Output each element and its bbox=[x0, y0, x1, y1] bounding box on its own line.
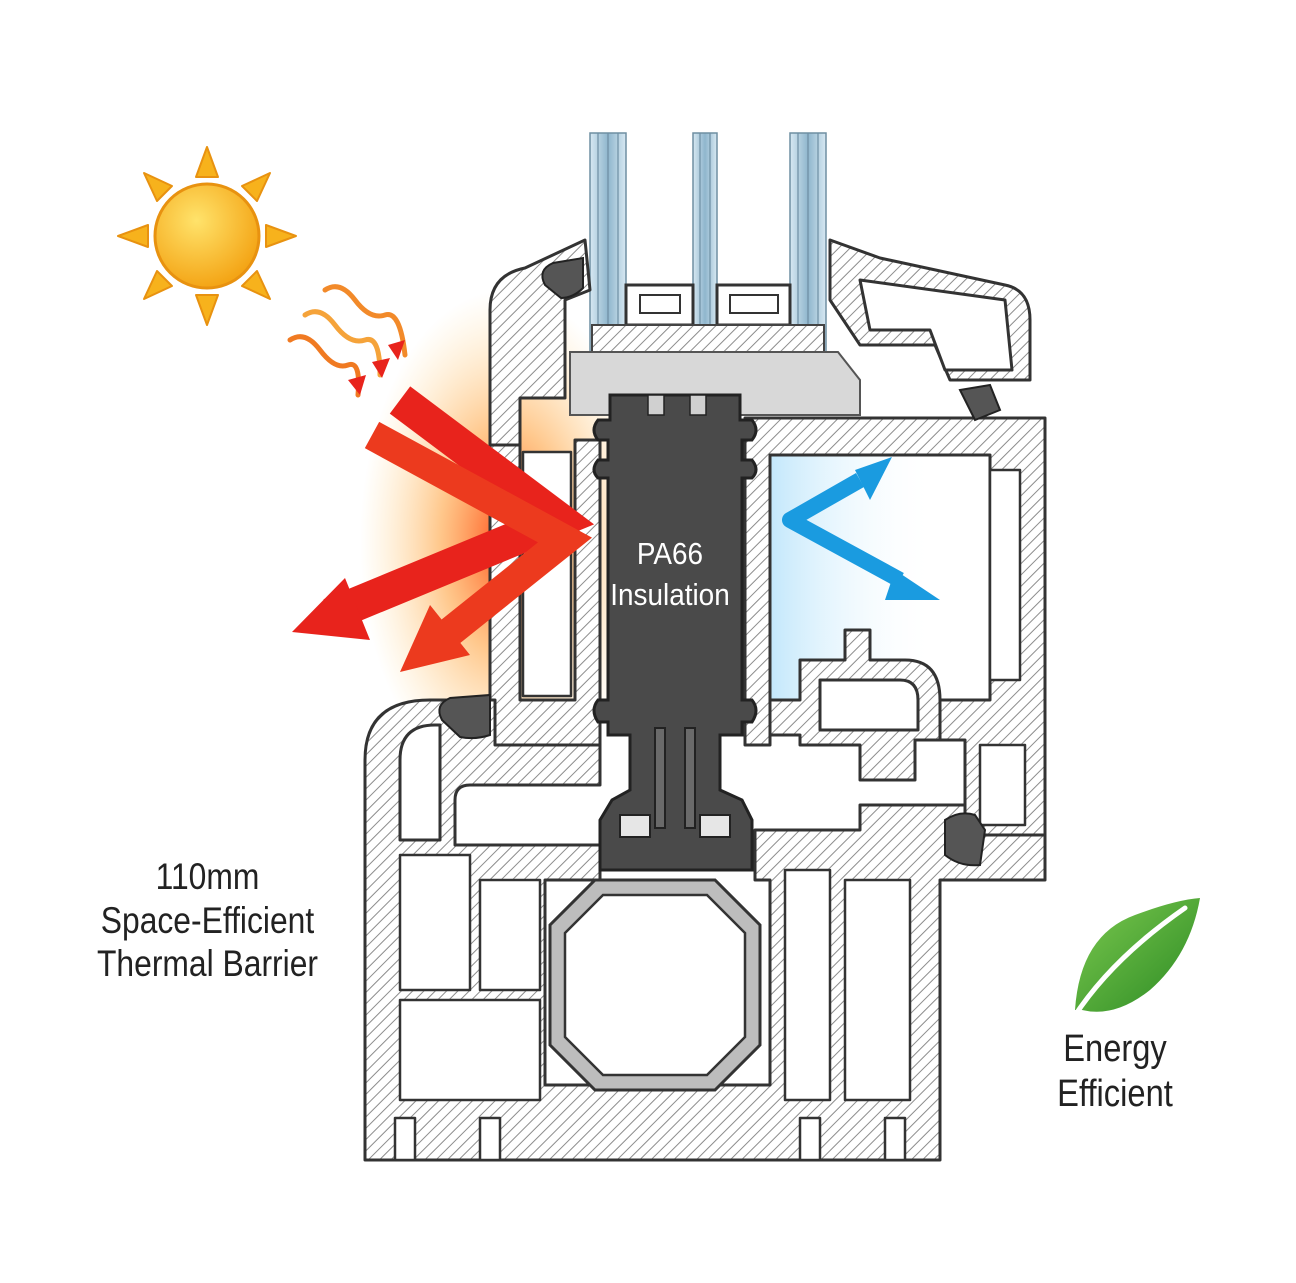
energy-caption-line2: Efficient bbox=[1057, 1072, 1173, 1115]
leaf-icon bbox=[1069, 898, 1200, 1023]
energy-efficient-caption: Energy Efficient bbox=[1025, 1027, 1206, 1117]
barrier-caption-line3: Thermal Barrier bbox=[96, 943, 319, 985]
thermal-barrier-caption: 110mm Space-Efficient Thermal Barrier bbox=[63, 855, 351, 986]
pa66-insulation-label: PA66 Insulation bbox=[598, 534, 742, 616]
pa66-insulation-core bbox=[592, 393, 758, 872]
pa66-label-line1: PA66 bbox=[636, 536, 704, 571]
reinforcement-core bbox=[548, 878, 762, 1092]
barrier-caption-line2: Space-Efficient bbox=[100, 899, 315, 941]
interior-chamber bbox=[768, 628, 942, 782]
pa66-label-line2: Insulation bbox=[610, 576, 730, 612]
frame-lower bbox=[363, 468, 1047, 1162]
cold-reflection-arrows bbox=[782, 457, 940, 600]
sun-icon bbox=[117, 146, 297, 326]
triple-glazing bbox=[569, 132, 861, 416]
barrier-caption-line1: 110mm bbox=[155, 856, 260, 897]
gaskets bbox=[438, 256, 1002, 867]
heat-wave-icon bbox=[287, 284, 408, 398]
heat-reflection-arrows bbox=[292, 386, 595, 672]
energy-caption-line1: Energy bbox=[1063, 1028, 1167, 1070]
